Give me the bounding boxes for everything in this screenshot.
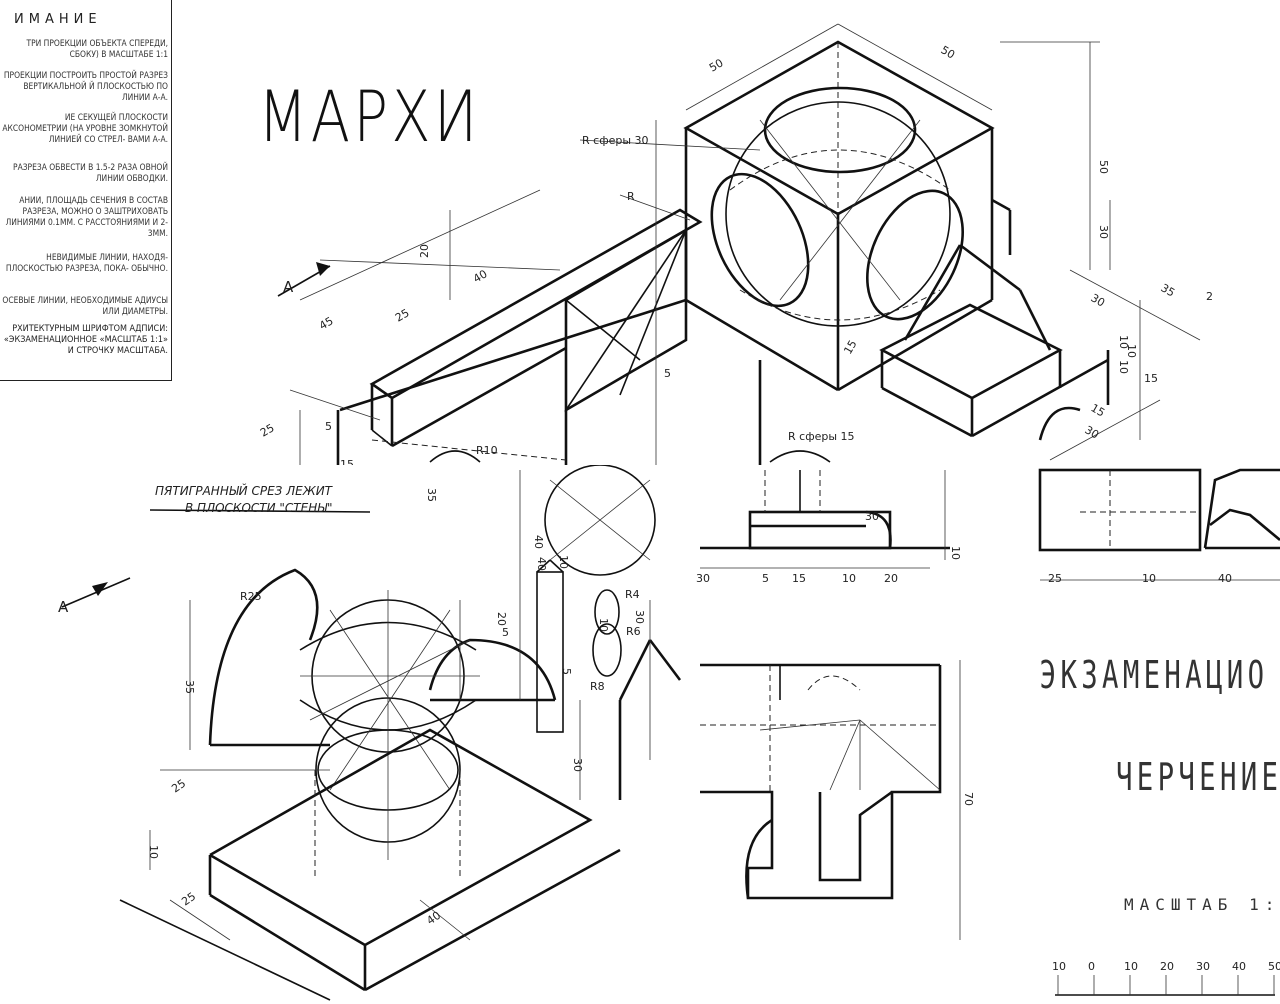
label-r10: R10 — [476, 444, 498, 457]
instruction-item: ПРОЕКЦИИ ПОСТРОИТЬ ПРОСТОЙ РАЗРЕЗ ВЕРТИК… — [3, 70, 168, 102]
title-marhi: МАРХИ — [258, 76, 481, 158]
dimension-label: 30 — [1083, 423, 1102, 441]
scale-tick-label: 50 — [1268, 960, 1280, 973]
isometric-drawing-bottom-left: А ПЯТИГРАННЫЙ СРЕЗ ЛЕЖИТ В ПЛОСКОСТИ "СТ… — [0, 465, 690, 1004]
dimension-label: 45 — [317, 314, 336, 332]
dimension-label: 30 — [1097, 225, 1110, 239]
instruction-item: ТРИ ПРОЕКЦИИ ОБЪЕКТА СПЕРЕДИ, СБОКУ) В М… — [26, 38, 168, 59]
scale-tick-label: 20 — [1160, 960, 1174, 973]
dimension-label: 10 — [1142, 572, 1156, 585]
dimension-label: 10 — [147, 845, 160, 859]
dimension-label: 30 — [633, 610, 646, 624]
left-block-top — [369, 208, 703, 400]
instructions-heading: ИМАНИЕ — [14, 12, 102, 27]
note-pentagon-line2: В ПЛОСКОСТИ "СТЕНЫ" — [185, 501, 333, 515]
dimension-label: 25 — [258, 421, 277, 439]
isometric-drawing-bottom-left-svg: А ПЯТИГРАННЫЙ СРЕЗ ЛЕЖИТ В ПЛОСКОСТИ "СТ… — [58, 465, 682, 1001]
instruction-item: НЕВИДИМЫЕ ЛИНИИ, НАХОДЯ- ПЛОСКОСТЬЮ РАЗР… — [5, 252, 168, 273]
left-half-disc — [208, 568, 319, 746]
dimension-label: 10 — [597, 618, 610, 632]
dimension-label: 5 — [762, 572, 769, 585]
dimension-label: 15 — [841, 338, 859, 357]
label-r8: R8 — [590, 680, 605, 693]
post — [536, 571, 564, 733]
dimension-label: 35 — [1159, 281, 1178, 299]
label-r4: R4 — [625, 588, 640, 601]
dimension-label: 15 — [1144, 372, 1158, 385]
label-sphere-radius-bottom: R сферы 15 — [788, 430, 855, 443]
label-r25: R25 — [240, 590, 262, 603]
instruction-item: РАЗРЕЗА ОБВЕСТИ В 1.5-2 РАЗА ОВНОЙ ЛИНИИ… — [13, 162, 168, 183]
instruction-item: ОСЕВЫЕ ЛИНИИ, НЕОБХОДИМЫЕ АДИУСЫ ИЛИ ДИА… — [2, 295, 168, 316]
dimension-label: 20 — [884, 572, 898, 585]
exam-title-line1: ЭКЗАМЕНАЦИО — [1040, 652, 1269, 697]
dimension-label: 10 — [1117, 335, 1130, 349]
dimension-labels-views: 30 5 15 10 20 25 10 40 10 70 — [696, 546, 1232, 806]
sphere-outline — [725, 101, 951, 327]
scale-bar-ticks: 10 0 10 20 30 40 50 — [1052, 960, 1280, 995]
dimension-label: 40 — [535, 557, 548, 571]
dimension-label: 25 — [1048, 572, 1062, 585]
scale-tick-label: 40 — [1232, 960, 1246, 973]
sphere-right-cut — [866, 189, 964, 321]
dimension-label: 20 — [495, 612, 508, 626]
instructions-card: ИМАНИЕ ТРИ ПРОЕКЦИИ ОБЪЕКТА СПЕРЕДИ, СБО… — [0, 0, 172, 381]
dimension-label: 30 — [1089, 291, 1108, 309]
sphere-top-cut — [763, 86, 917, 174]
label-r-top: R — [627, 190, 635, 203]
instruction-item: АНИИ, ПЛОЩАДЬ СЕЧЕНИЯ В СОСТАВ РАЗРЕЗА, … — [5, 195, 168, 238]
dimension-label: 10 — [1117, 360, 1130, 374]
dimension-label: 25 — [179, 890, 198, 909]
dimension-label: 25 — [393, 306, 412, 324]
dimension-label: 10 — [1125, 344, 1138, 358]
sphere-left-cut — [710, 172, 810, 308]
label-front-dim: 30 — [865, 510, 879, 523]
dimension-label: 40 — [1218, 572, 1232, 585]
instruction-item: ИЕ СЕКУЩЕЙ ПЛОСКОСТИ АКСОНОМЕТРИИ (НА УР… — [2, 112, 168, 144]
dimension-label: 70 — [962, 792, 975, 806]
dimension-label: 5 — [664, 367, 671, 380]
dimension-label: 10 — [949, 546, 962, 560]
side-view — [1038, 468, 1202, 552]
scale-label: МАСШТАБ 1:1 — [1124, 895, 1280, 914]
scale-tick-label: 30 — [1196, 960, 1210, 973]
dimension-label: 15 — [792, 572, 806, 585]
note-pentagon-line1: ПЯТИГРАННЫЙ СРЕЗ ЛЕЖИТ — [155, 483, 334, 498]
label-2: 2 — [1206, 290, 1213, 303]
dimension-label: 40 — [532, 535, 545, 549]
dimension-label: 10 — [842, 572, 856, 585]
dimension-label: 5 — [560, 668, 573, 675]
label-r6: R6 — [626, 625, 641, 638]
label-section-a-top: А — [283, 278, 294, 296]
dimension-label: 5 — [325, 420, 332, 433]
dimension-label: 15 — [1089, 401, 1108, 419]
dimension-label: 30 — [696, 572, 710, 585]
dimension-label: 5 — [502, 626, 509, 639]
dimension-label: 25 — [169, 777, 188, 796]
label-sphere-radius-top: R сферы 30 — [582, 134, 649, 147]
isometric-drawing-top-svg: R сферы 30 R сферы 15 R10 R А 2 50 50 50 30… — [258, 23, 1213, 470]
dimension-label: 35 — [425, 488, 438, 502]
exam-title-line2: ЧЕРЧЕНИЕ — [1116, 754, 1280, 799]
scale-tick-label: 10 — [1052, 960, 1066, 973]
scale-tick-label: 10 — [1124, 960, 1138, 973]
dimension-label: 20 — [418, 244, 431, 258]
dimension-label: 50 — [707, 56, 726, 74]
isometric-drawing-top: R сферы 30 R сферы 15 R10 R А 2 50 50 50 30… — [171, 0, 1280, 470]
dimension-label: 40 — [471, 267, 490, 285]
label-section-a-bottom: А — [58, 598, 69, 616]
dimension-label: 30 — [571, 758, 584, 772]
dimension-label: 35 — [183, 680, 196, 694]
scale-tick-label: 0 — [1088, 960, 1095, 973]
dimension-label: 50 — [1097, 160, 1110, 174]
dimension-label: 50 — [939, 43, 958, 61]
dimension-label: 10 — [557, 555, 570, 569]
instruction-item: РХИТЕКТУРНЫМ ШРИФТОМ АДПИСИ: «ЭКЗАМЕНАЦИ… — [3, 324, 168, 356]
